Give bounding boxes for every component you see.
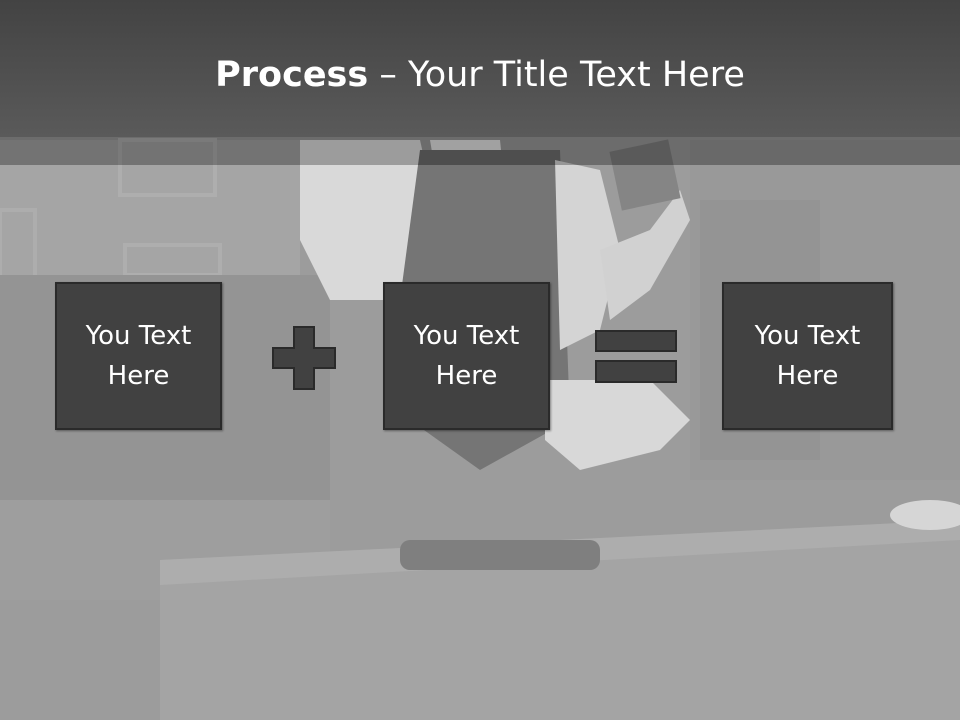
equals-icon xyxy=(595,330,677,383)
process-box-1[interactable]: You Text Here xyxy=(55,282,222,430)
photo-overlay xyxy=(0,165,960,720)
title-rest: – Your Title Text Here xyxy=(368,55,745,95)
process-box-2-label: You Text Here xyxy=(413,321,520,391)
process-box-2[interactable]: You Text Here xyxy=(383,282,550,430)
title-bold: Process xyxy=(215,55,369,95)
process-box-1-label: You Text Here xyxy=(85,321,192,391)
plus-icon xyxy=(272,326,336,390)
title-strip xyxy=(0,137,960,165)
process-box-3[interactable]: You Text Here xyxy=(722,282,893,430)
title-bar xyxy=(0,0,960,137)
process-box-3-label: You Text Here xyxy=(754,321,861,391)
slide-title[interactable]: Process – Your Title Text Here xyxy=(0,52,960,98)
